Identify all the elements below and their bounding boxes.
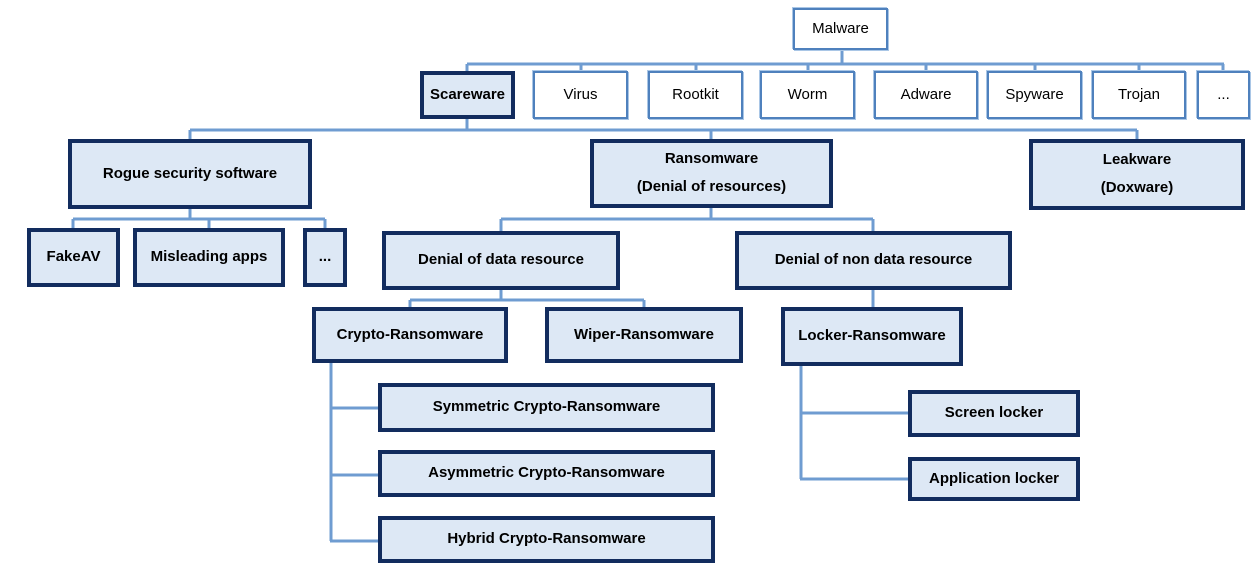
- node-label-line2: (Doxware): [1100, 179, 1174, 196]
- node-ransomware: Ransomware (Denial of resources): [590, 139, 833, 208]
- node-adware: Adware: [874, 71, 978, 119]
- node-locker-ransomware: Locker-Ransomware: [781, 307, 963, 366]
- node-leakware: Leakware (Doxware): [1029, 139, 1245, 210]
- node-label: Scareware: [429, 85, 506, 103]
- node-rootkit: Rootkit: [648, 71, 743, 119]
- node-label: ...: [318, 248, 332, 266]
- node-crypto-ransomware: Crypto-Ransomware: [312, 307, 508, 363]
- node-label: Denial of non data resource: [774, 251, 973, 269]
- node-spyware: Spyware: [987, 71, 1082, 119]
- node-symmetric-crypto-ransomware: Symmetric Crypto-Ransomware: [378, 383, 715, 432]
- node-label: Hybrid Crypto-Ransomware: [447, 530, 646, 548]
- node-worm: Worm: [760, 71, 855, 119]
- node-label: ...: [1217, 85, 1230, 103]
- node-label: Virus: [563, 85, 598, 103]
- node-label: Application locker: [928, 469, 1060, 487]
- node-denial-of-data-resource: Denial of data resource: [382, 231, 620, 290]
- node-label: Locker-Ransomware: [798, 327, 946, 345]
- node-scareware: Scareware: [420, 71, 515, 119]
- node-rogue-security-software: Rogue security software: [68, 139, 312, 209]
- node-label: Malware: [812, 19, 869, 37]
- node-label-line1: Ransomware: [664, 150, 759, 168]
- node-more-rogue: ...: [303, 228, 347, 287]
- node-asymmetric-crypto-ransomware: Asymmetric Crypto-Ransomware: [378, 450, 715, 497]
- node-virus: Virus: [533, 71, 628, 119]
- node-label: Trojan: [1118, 85, 1160, 103]
- node-label: Asymmetric Crypto-Ransomware: [428, 464, 665, 482]
- node-label: Denial of data resource: [418, 251, 584, 269]
- node-denial-of-non-data-resource: Denial of non data resource: [735, 231, 1012, 290]
- node-fakeav: FakeAV: [27, 228, 120, 287]
- node-screen-locker: Screen locker: [908, 390, 1080, 437]
- node-label: Spyware: [1005, 85, 1064, 103]
- node-more-families: ...: [1197, 71, 1250, 119]
- node-wiper-ransomware: Wiper-Ransomware: [545, 307, 743, 363]
- node-label: Wiper-Ransomware: [574, 325, 714, 343]
- node-label: Crypto-Ransomware: [336, 325, 484, 343]
- node-label-line2: (Denial of resources): [636, 178, 787, 195]
- node-label: Adware: [900, 85, 952, 103]
- node-label-line1: Leakware: [1102, 151, 1172, 169]
- node-label: Symmetric Crypto-Ransomware: [432, 398, 661, 416]
- node-application-locker: Application locker: [908, 457, 1080, 501]
- node-label: FakeAV: [46, 248, 101, 266]
- node-label: Screen locker: [944, 404, 1044, 422]
- node-malware: Malware: [793, 8, 888, 50]
- node-label: Worm: [787, 85, 828, 103]
- node-label: Misleading apps: [150, 248, 268, 266]
- node-label: Rootkit: [672, 85, 719, 103]
- node-trojan: Trojan: [1092, 71, 1186, 119]
- node-label: Rogue security software: [102, 164, 278, 182]
- node-hybrid-crypto-ransomware: Hybrid Crypto-Ransomware: [378, 516, 715, 563]
- node-misleading-apps: Misleading apps: [133, 228, 285, 287]
